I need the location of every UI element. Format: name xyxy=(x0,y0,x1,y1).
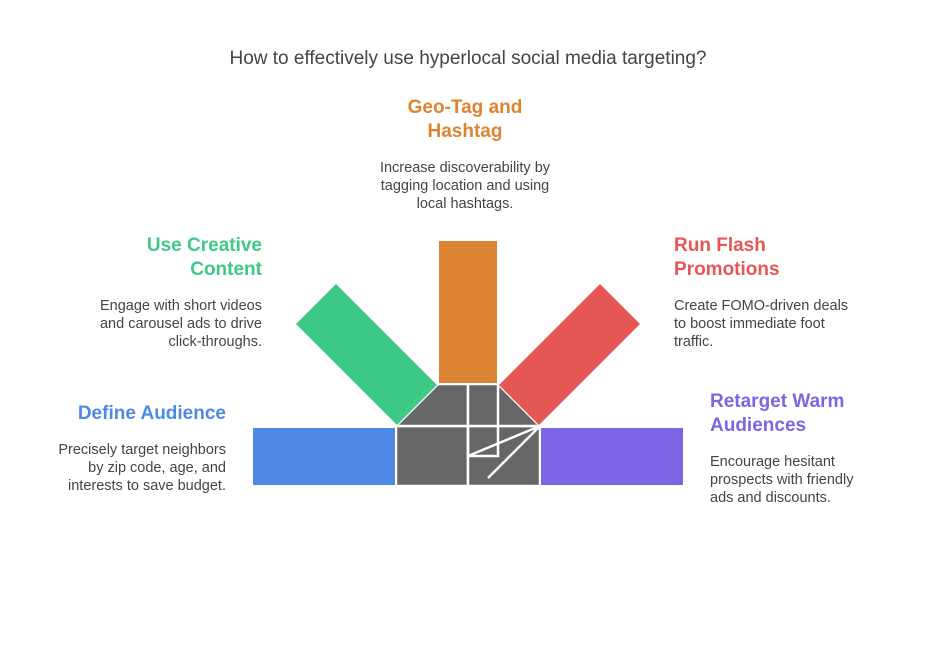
spoke-use-creative-content xyxy=(296,284,437,425)
run-flash-promotions-heading: Run Flash Promotions xyxy=(674,234,914,282)
creative-heading-line: Use Creative xyxy=(146,235,262,256)
spoke-define-audience xyxy=(253,428,395,485)
flash-desc-line: traffic. xyxy=(674,334,714,350)
flash-heading-line: Promotions xyxy=(674,259,780,280)
geotag-desc-line: tagging location and using xyxy=(380,178,550,194)
retarget-desc-line: prospects with friendly xyxy=(710,472,854,488)
geo-tag-hashtag-heading: Geo-Tag and Hashtag xyxy=(340,96,590,144)
hub-cell-left xyxy=(394,424,470,488)
retarget-warm-audiences-desc: Encourage hesitant prospects with friend… xyxy=(710,453,920,507)
geotag-desc-line: Increase discoverability by xyxy=(379,160,551,176)
spoke-geo-tag-hashtag xyxy=(439,241,497,383)
hub-arrow-diagonal xyxy=(467,424,541,479)
spoke-run-flash-promotions xyxy=(499,284,640,425)
creative-desc-line: and carousel ads to drive xyxy=(99,316,262,332)
creative-desc-line: click-throughs. xyxy=(168,334,262,350)
use-creative-content-heading: Use Creative Content xyxy=(40,234,262,282)
define-desc-line: Precisely target neighbors xyxy=(58,442,226,458)
define-desc-line: by zip code, age, and xyxy=(88,460,226,476)
flash-desc-line: Create FOMO-driven deals xyxy=(674,298,849,314)
creative-desc-line: Engage with short videos xyxy=(99,298,262,314)
flash-desc-line: to boost immediate foot xyxy=(674,316,825,332)
use-creative-content-desc: Engage with short videos and carousel ad… xyxy=(40,297,262,351)
define-desc-line: interests to save budget. xyxy=(68,478,226,494)
define-audience-heading-text: Define Audience xyxy=(77,403,226,424)
define-audience-desc: Precisely target neighbors by zip code, … xyxy=(20,441,226,495)
creative-heading-line: Content xyxy=(190,259,262,280)
geo-tag-hashtag-desc: Increase discoverability by tagging loca… xyxy=(340,159,590,213)
define-audience-heading: Define Audience xyxy=(20,402,226,426)
geotag-desc-line: local hashtags. xyxy=(416,196,514,212)
hub-arrow-line xyxy=(466,384,500,458)
geotag-heading-line: Geo-Tag and xyxy=(407,97,523,118)
geotag-heading-line: Hashtag xyxy=(427,121,503,142)
retarget-heading-line: Retarget Warm xyxy=(710,391,845,412)
retarget-warm-audiences-heading: Retarget Warm Audiences xyxy=(710,390,920,438)
spoke-retarget-warm-audiences xyxy=(541,428,683,485)
retarget-heading-line: Audiences xyxy=(710,415,807,436)
run-flash-promotions-desc: Create FOMO-driven deals to boost immedi… xyxy=(674,297,914,351)
diagram-title: How to effectively use hyperlocal social… xyxy=(229,48,707,69)
flash-heading-line: Run Flash xyxy=(674,235,766,256)
retarget-desc-line: Encourage hesitant xyxy=(710,454,835,470)
retarget-desc-line: ads and discounts. xyxy=(710,490,831,506)
